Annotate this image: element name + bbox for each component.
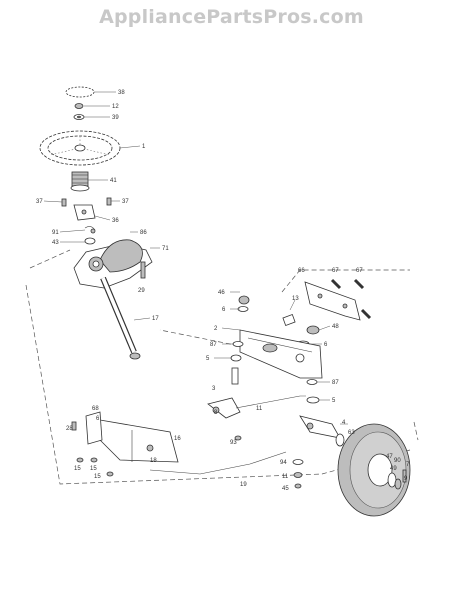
callout-label: 87 [210,342,217,348]
bolt-67-a [330,278,342,290]
callout-label: 38 [118,90,125,96]
spindle-right [299,415,341,439]
callout-label: 15 [90,466,97,472]
steering-plate [239,329,323,379]
washer-63 [335,433,345,447]
callout-label: 6 [96,416,100,422]
callout-label: 43 [52,240,59,246]
callout-label: 39 [112,115,119,121]
callout-label: 13 [292,296,299,302]
steering-wheel [39,130,121,166]
callout-label: 41 [110,178,117,184]
nut-93 [234,435,242,441]
callout-label: 36 [112,218,119,224]
callout-label: 5 [332,398,336,404]
callout-label: 17 [152,316,159,322]
callout-label: 48 [332,324,339,330]
watermark-text: AppliancePartsPros.com [99,6,364,28]
callout-label: 86 [140,230,147,236]
callout-label: 15 [94,474,101,480]
callout-label: 5 [206,356,210,362]
callout-label: 9 [404,476,408,482]
callout-label: 3 [212,386,216,392]
washer-5-right [306,396,320,404]
front-wheel [337,423,411,517]
callout-label: 94 [280,460,287,466]
bushing-43 [84,237,96,245]
callout-label: 90 [394,458,401,464]
callout-label: 91 [52,230,59,236]
callout-label: 29 [138,288,145,294]
callout-label: 93 [230,440,237,446]
callout-label: 37 [122,199,129,205]
pin-91 [84,226,96,234]
assembly-outline [25,249,419,485]
steering-shaft [100,276,141,360]
callout-label: 2 [214,326,218,332]
callout-label: 8 [214,410,218,416]
drag-link [235,395,301,409]
washer-87-left [232,341,244,347]
leader-lines [43,91,348,425]
callout-label: 18 [150,458,157,464]
callout-label: 11 [256,406,263,412]
nut-15-a [76,457,84,463]
washer-94 [292,459,304,465]
callout-label: 16 [174,436,181,442]
callout-label: 7 [406,462,410,468]
steering-nut [74,103,84,109]
bracket-66 [304,281,361,321]
callout-label: 67 [332,268,339,274]
callout-label: 68 [92,406,99,412]
callout-label: 67 [356,268,363,274]
callout-label: 46 [218,290,225,296]
axle-3 [231,367,239,385]
callout-label: 1 [142,144,146,150]
callout-label: 66 [298,268,305,274]
callout-label: 47 [386,454,393,460]
lower-bracket [99,419,179,463]
callout-label: 19 [240,482,247,488]
washer-5-left [230,354,242,362]
steering-bracket [73,204,96,221]
spacer-13 [282,314,296,326]
lever-68 [85,411,103,445]
tie-rod [149,451,287,475]
bushing-46 [238,295,250,305]
steering-adapter [70,171,90,192]
callout-label: 63 [348,430,355,436]
nut-11 [293,472,303,478]
callout-label: 12 [112,104,119,110]
bolt-28 [71,421,77,431]
bolt-29 [140,261,146,279]
callout-label: 11 [282,474,289,480]
callout-label: 6 [324,342,328,348]
nut-15-b [90,457,98,463]
nut-45 [294,483,302,489]
bushing-48 [306,325,320,335]
bolt-67-b [353,278,372,320]
callout-label: 71 [162,246,169,252]
wheel-hub-hardware [387,469,407,490]
callout-label: 28 [66,426,73,432]
steering-cap [65,86,95,98]
callout-label: 4 [342,420,346,426]
callout-label: 45 [282,486,289,492]
steering-washer [73,114,85,120]
bolt-right [106,197,112,206]
bolt-left [61,198,67,207]
callout-label: 15 [74,466,81,472]
callout-label: 37 [36,199,43,205]
nut-15-c [106,471,114,477]
callout-label: 87 [332,380,339,386]
spindle-left [207,397,241,419]
washer-87-right [306,379,318,385]
callout-label: 49 [390,466,397,472]
steering-support [73,239,153,289]
callout-label: 6 [222,307,226,313]
